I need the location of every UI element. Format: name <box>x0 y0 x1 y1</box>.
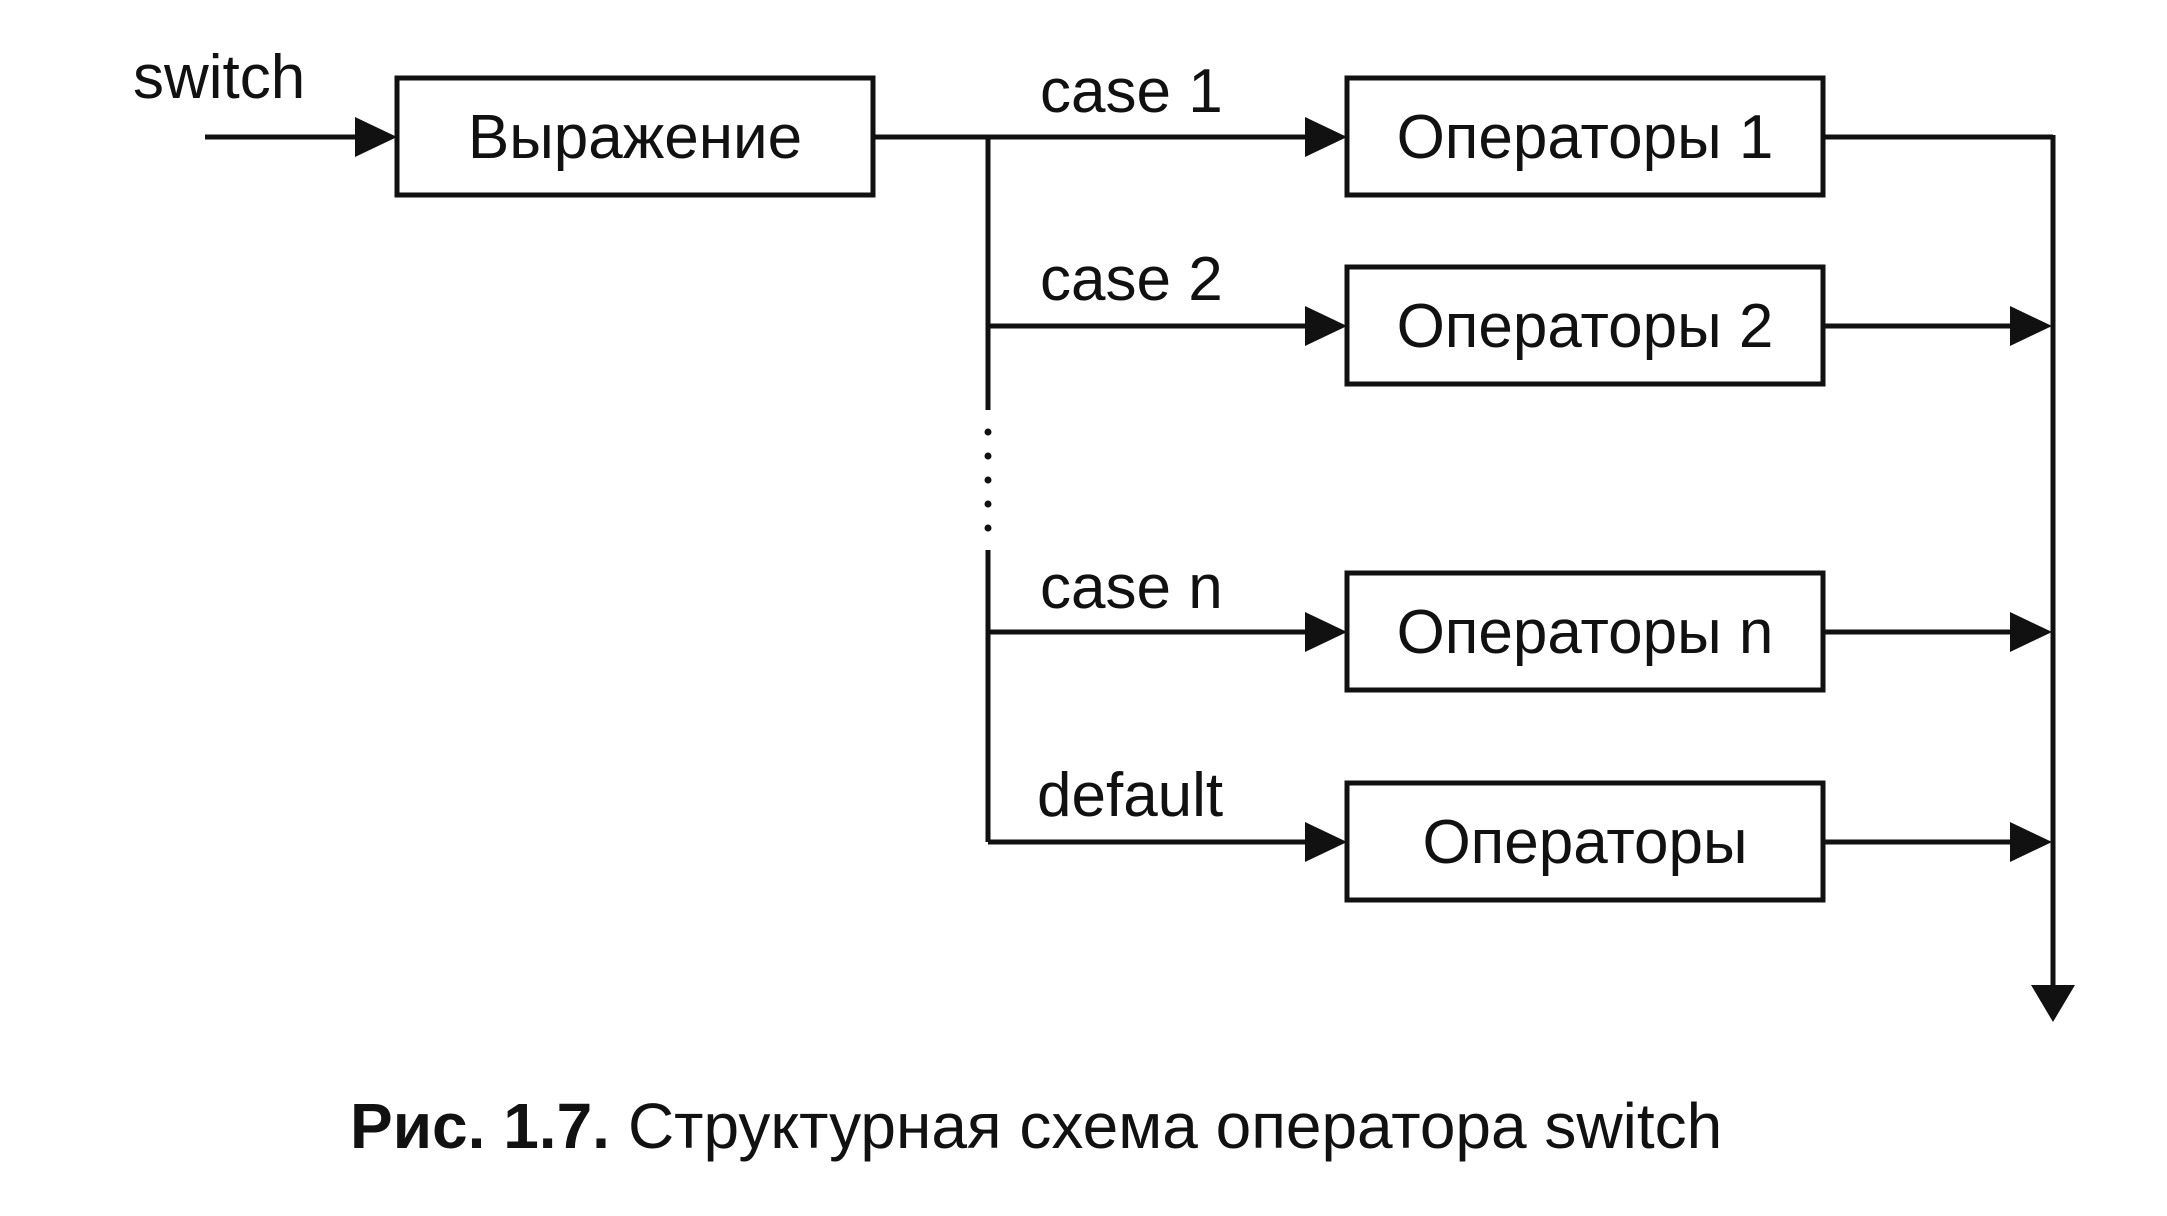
operators-n-box <box>1344 570 1826 693</box>
default-arrowhead <box>1305 822 1347 862</box>
operators-2-label: Операторы 2 <box>1397 292 1774 361</box>
operators-default-box <box>1344 780 1826 903</box>
operators-default-exit-arrowhead <box>2010 822 2052 862</box>
case-n-arrowhead <box>1305 612 1347 652</box>
expression-box-label: Выражение <box>468 103 802 172</box>
default-label: default <box>1037 761 1223 830</box>
input-arrowhead <box>355 117 397 157</box>
operators-2-box <box>1344 264 1826 387</box>
ellipsis-dot-1 <box>984 428 992 436</box>
figure-number: Рис. 1.7. <box>350 1090 610 1162</box>
case-1-label: case 1 <box>1040 57 1223 126</box>
case-2-arrowhead <box>1305 306 1347 346</box>
case-2-label: case 2 <box>1040 245 1223 314</box>
exit-arrowhead <box>2031 985 2075 1022</box>
ellipsis-dot-3 <box>984 476 992 484</box>
figure-caption-text: Структурная схема оператора switch <box>628 1090 1722 1162</box>
switch-label: switch <box>133 43 305 112</box>
operators-2-exit-arrowhead <box>2010 306 2052 346</box>
operators-1-label: Операторы 1 <box>1397 103 1774 172</box>
ellipsis-dot-4 <box>984 500 992 508</box>
operators-default-label: Операторы <box>1422 808 1747 877</box>
case-n-label: case n <box>1040 553 1223 622</box>
ellipsis-dot-2 <box>984 452 992 460</box>
case-1-arrowhead <box>1305 117 1347 157</box>
operators-n-exit-arrowhead <box>2010 612 2052 652</box>
ellipsis-dot-5 <box>984 524 992 532</box>
figure-caption: Рис. 1.7.Структурная схема оператора swi… <box>350 1090 1722 1162</box>
operators-n-label: Операторы n <box>1397 598 1774 667</box>
